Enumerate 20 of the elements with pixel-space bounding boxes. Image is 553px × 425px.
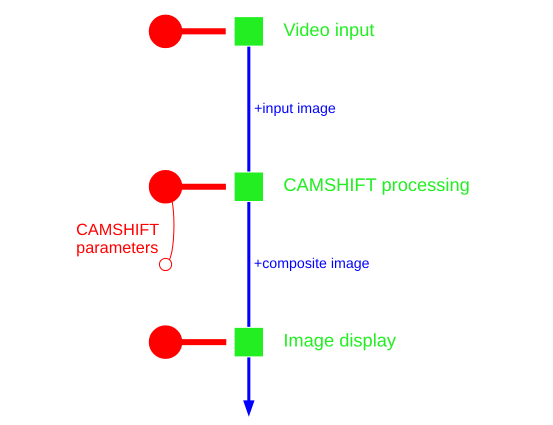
node-box — [234, 327, 264, 356]
node-label: CAMSHIFT parameters — [76, 220, 160, 257]
node-circle — [148, 324, 182, 358]
edge-label: +composite image — [254, 256, 370, 272]
node-box — [234, 16, 264, 46]
connector — [247, 201, 250, 326]
connector — [182, 28, 226, 34]
connector — [247, 46, 250, 171]
node-circle — [148, 14, 182, 48]
arrow — [243, 356, 255, 416]
node-circle — [148, 169, 182, 203]
node-label: Image display — [283, 329, 396, 350]
connector — [182, 183, 226, 190]
node-label: CAMSHIFT processing — [283, 174, 470, 195]
node-box — [234, 172, 264, 200]
connector — [182, 338, 226, 345]
node-label: Video input — [283, 18, 374, 40]
edge-label: +input image — [254, 100, 336, 116]
node-circle — [158, 257, 172, 271]
connector — [169, 201, 174, 260]
